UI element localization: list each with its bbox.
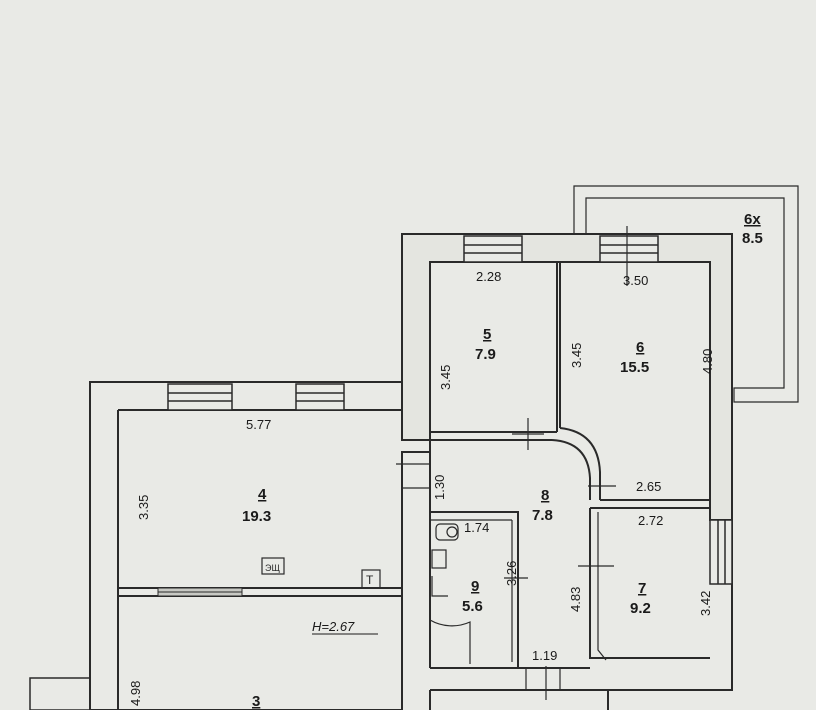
shower-icon: [431, 576, 448, 597]
room-4-area: 19.3: [242, 508, 271, 525]
room-9-number: 9: [471, 578, 479, 595]
window-room-4-left: [167, 383, 233, 411]
dim-corridor-bottom: 1.19: [532, 648, 557, 663]
dim-room6-bottom: 2.65: [636, 479, 661, 494]
dim-bath-height: 3.26: [504, 561, 519, 586]
dim-room3-height: 4.98: [128, 681, 143, 706]
dimension-labels: 5.77 3.35 2.28 3.45 3.45 3.50 4.80 1.30 …: [128, 269, 715, 706]
ceiling-height: H=2.67: [312, 619, 355, 634]
room-6-area: 15.5: [620, 359, 649, 376]
dim-room5-width: 2.28: [476, 269, 501, 284]
window-room-7: [709, 519, 733, 585]
room-5-area: 7.9: [475, 346, 496, 363]
interior-walls: [118, 262, 710, 710]
electric-panel-label: ЭЩ: [265, 563, 280, 573]
door-marks: [429, 418, 616, 700]
dim-corridor-height: 4.83: [568, 587, 583, 612]
room-3-number: 3: [252, 693, 260, 710]
room-8-area: 7.8: [532, 507, 553, 524]
window-bottom-left: [29, 677, 91, 710]
dim-room4-width: 5.77: [246, 417, 271, 432]
window-room-6: [599, 226, 659, 286]
dim-bath-width: 1.74: [464, 520, 489, 535]
window-room-4-right: [295, 383, 345, 411]
window-room-5: [463, 235, 523, 263]
toilet-icon: [435, 523, 459, 541]
room-9-area: 5.6: [462, 598, 483, 615]
dim-room6-width: 3.50: [623, 273, 648, 288]
electric-panel-icon: [261, 557, 285, 575]
room-labels: 6x 8.5 5 7.9 6 15.5 4 19.3 8 7.8 9 5.6 7…: [242, 211, 763, 710]
room-7-number: 7: [638, 580, 646, 597]
t-marker-label: T: [366, 573, 374, 587]
room-7-area: 9.2: [630, 600, 651, 617]
dim-corridor-1: 1.30: [432, 475, 447, 500]
room-8-number: 8: [541, 487, 549, 504]
balcony-outline: [573, 185, 799, 403]
bathroom-fixtures: ЭЩ T: [261, 523, 459, 597]
room-4-number: 4: [258, 486, 267, 503]
windows: [29, 226, 733, 710]
t-marker-icon: [361, 569, 381, 589]
room-6x-number: 6x: [744, 211, 761, 228]
room-6x-area: 8.5: [742, 230, 763, 247]
dim-room4-height: 3.35: [136, 495, 151, 520]
dim-room6-height: 4.80: [700, 349, 715, 374]
dim-room7-height: 3.42: [698, 591, 713, 616]
dim-room6-left: 3.45: [569, 343, 584, 368]
room-6-number: 6: [636, 339, 644, 356]
dim-room5-height: 3.45: [438, 365, 453, 390]
sink-icon: [431, 549, 447, 569]
dim-room7-width: 2.72: [638, 513, 663, 528]
room-5-number: 5: [483, 326, 491, 343]
